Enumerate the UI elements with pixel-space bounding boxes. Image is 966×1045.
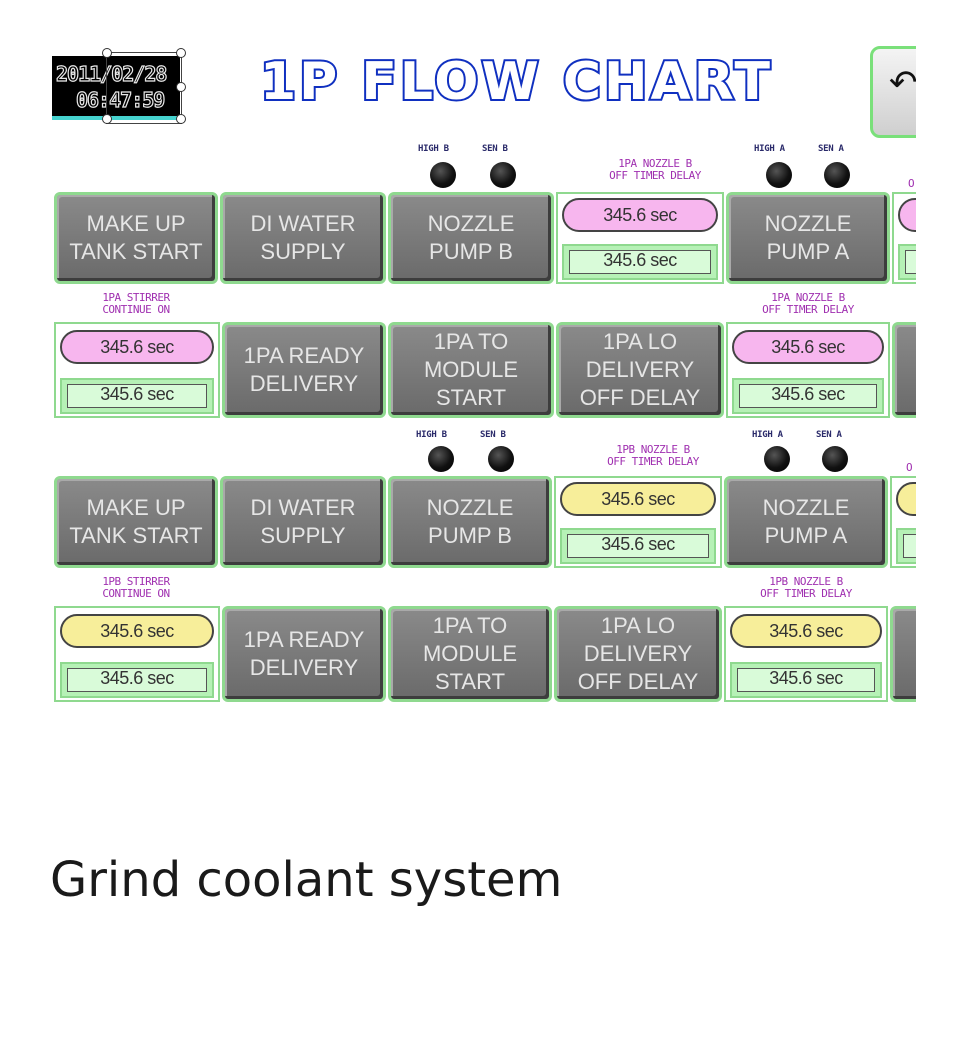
lamp-high-a [766, 162, 792, 188]
edge-button[interactable] [890, 606, 916, 702]
page-title: 1P FLOW CHART [260, 52, 773, 112]
lo-delivery-off-delay-button[interactable]: 1PA LO DELIVERY OFF DELAY [554, 606, 722, 702]
page-title-outline: 1P FLOW CHART [258, 50, 773, 114]
timer-value-display: 345.6 sec [560, 528, 716, 564]
timer-label: 1PA NOZZLE B OFF TIMER DELAY [609, 157, 701, 182]
timer-label: 1PA NOZZLE B OFF TIMER DELAY [762, 291, 854, 316]
timer-value-display: 345.6 sec [562, 244, 718, 280]
clock-display: 2011/02/28 06:47:59 [52, 56, 180, 120]
stirrer-value-text: 345.6 sec [100, 668, 174, 688]
lamp-high-b [430, 162, 456, 188]
timer-setpoint-input[interactable]: 345.6 sec [560, 482, 716, 516]
timer-label: 1PB NOZZLE B OFF TIMER DELAY [760, 575, 852, 600]
stirrer-value-display: 345.6 sec [60, 662, 214, 698]
nozzle-b-timer-group-2: 345.6 sec 345.6 sec [724, 606, 888, 702]
timer-label: 1PB NOZZLE B OFF TIMER DELAY [607, 443, 699, 468]
nozzle-b-timer-group: 345.6 sec 345.6 sec [554, 476, 722, 568]
stirrer-value-text: 345.6 sec [100, 384, 174, 404]
timer-setpoint-input[interactable]: 345.6 sec [730, 614, 882, 648]
module-start-button[interactable]: 1PA TO MODULE START [388, 606, 552, 702]
edge-timer-value [896, 528, 916, 564]
timer-setpoint-input[interactable]: 345.6 sec [732, 330, 884, 364]
nozzle-pump-a-button[interactable]: NOZZLE PUMP A [724, 476, 888, 568]
lamp-label-high-b: HIGH B [418, 144, 449, 154]
timer-value-text: 345.6 sec [769, 668, 843, 688]
timer-label-edge: O [906, 461, 913, 474]
stirrer-setpoint-input[interactable]: 345.6 sec [60, 614, 214, 648]
caption: Grind coolant system [50, 852, 563, 908]
stirrer-timer-label: 1PB STIRRER CONTINUE ON [102, 575, 170, 600]
stirrer-timer-group: 345.6 sec 345.6 sec [54, 322, 220, 418]
timer-label-edge: O [908, 177, 915, 190]
nozzle-pump-a-button[interactable]: NOZZLE PUMP A [726, 192, 890, 284]
stirrer-value-display: 345.6 sec [60, 378, 214, 414]
selection-handle[interactable] [176, 82, 186, 92]
edge-timer-setpoint[interactable] [898, 198, 916, 232]
lamp-sen-a [824, 162, 850, 188]
selection-handle[interactable] [176, 48, 186, 58]
timer-value-display: 345.6 sec [732, 378, 884, 414]
lamp-sen-a [822, 446, 848, 472]
nozzle-b-timer-group: 345.6 sec 345.6 sec [556, 192, 724, 284]
selection-handle[interactable] [176, 114, 186, 124]
lamp-high-b [428, 446, 454, 472]
clock-date: 2011/02/28 [55, 61, 168, 86]
ready-delivery-button[interactable]: 1PA READY DELIVERY [222, 322, 386, 418]
timer-value-text: 345.6 sec [601, 534, 675, 554]
edge-timer-group [890, 476, 916, 568]
timer-value-text: 345.6 sec [771, 384, 845, 404]
timer-value-display: 345.6 sec [730, 662, 882, 698]
stirrer-timer-group: 345.6 sec 345.6 sec [54, 606, 220, 702]
lamp-label-high-a: HIGH A [754, 144, 785, 154]
lamp-label-high-a: HIGH A [752, 430, 783, 440]
lamp-high-a [764, 446, 790, 472]
timer-setpoint-input[interactable]: 345.6 sec [562, 198, 718, 232]
nozzle-pump-b-button[interactable]: NOZZLE PUMP B [388, 192, 554, 284]
stirrer-setpoint-input[interactable]: 345.6 sec [60, 330, 214, 364]
timer-value-text: 345.6 sec [603, 250, 677, 270]
back-button[interactable]: ↶ [870, 46, 916, 138]
edge-timer-group [892, 192, 916, 284]
selection-handle[interactable] [102, 114, 112, 124]
lamp-sen-b [488, 446, 514, 472]
lamp-label-sen-b: SEN B [482, 144, 508, 154]
lamp-sen-b [490, 162, 516, 188]
selection-handle[interactable] [102, 48, 112, 58]
di-water-supply-button[interactable]: DI WATER SUPPLY [220, 192, 386, 284]
make-up-tank-start-button[interactable]: MAKE UP TANK START [54, 192, 218, 284]
make-up-tank-start-button[interactable]: MAKE UP TANK START [54, 476, 218, 568]
hmi-screen: 2011/02/28 06:47:59 1P FLOW CHART 1P FLO… [50, 40, 916, 708]
selection-frame [106, 52, 182, 124]
module-start-button[interactable]: 1PA TO MODULE START [388, 322, 554, 418]
back-arrow-icon: ↶ [889, 64, 916, 102]
lamp-label-high-b: HIGH B [416, 430, 447, 440]
edge-timer-value [898, 244, 916, 280]
ready-delivery-button[interactable]: 1PA READY DELIVERY [222, 606, 386, 702]
nozzle-b-timer-group-2: 345.6 sec 345.6 sec [726, 322, 890, 418]
edge-button[interactable] [892, 322, 916, 418]
edge-timer-setpoint[interactable] [896, 482, 916, 516]
stirrer-timer-label: 1PA STIRRER CONTINUE ON [102, 291, 170, 316]
nozzle-pump-b-button[interactable]: NOZZLE PUMP B [388, 476, 552, 568]
lamp-label-sen-a: SEN A [818, 144, 844, 154]
lo-delivery-off-delay-button[interactable]: 1PA LO DELIVERY OFF DELAY [556, 322, 724, 418]
di-water-supply-button[interactable]: DI WATER SUPPLY [220, 476, 386, 568]
clock-time: 06:47:59 [75, 87, 166, 112]
lamp-label-sen-a: SEN A [816, 430, 842, 440]
lamp-label-sen-b: SEN B [480, 430, 506, 440]
